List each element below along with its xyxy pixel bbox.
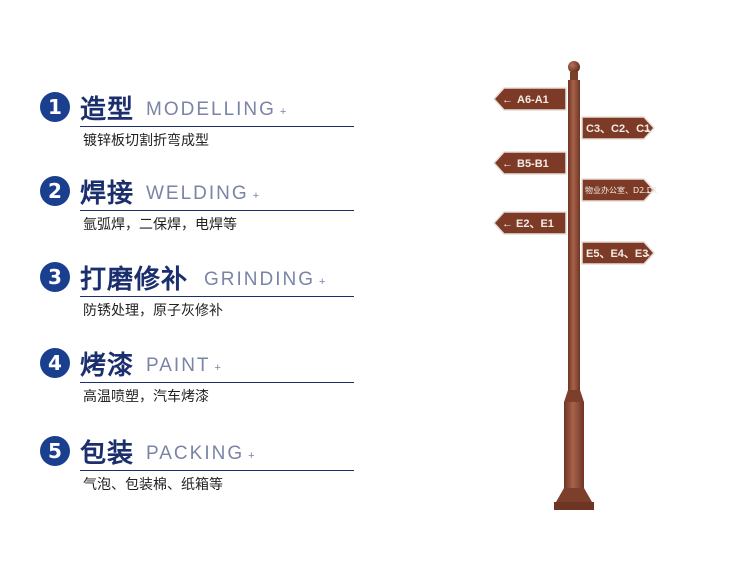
step-title-cn: 焊接 <box>80 179 135 209</box>
sign-right-3: E5、E4、E3 → <box>581 241 656 265</box>
sign-label: B5-B1 <box>517 158 549 170</box>
step-description: 镀锌板切割折弯成型 <box>83 133 209 149</box>
step-title-en-text: MODELLING <box>146 99 276 120</box>
sign-left-1: ← A6-A1 <box>492 87 567 111</box>
sign-left-2: ← B5-B1 <box>492 151 567 175</box>
step-title-en: WELDING+ <box>146 183 259 205</box>
arrow-left-icon: ← <box>502 94 513 106</box>
step-grinding: 3 打磨修补 GRINDING + 防锈处理，原子灰修补 <box>40 262 360 324</box>
divider <box>80 296 354 297</box>
step-number-badge: 4 <box>40 348 70 378</box>
signpost-illustration: ← A6-A1 ← B5-B1 ← E2、E1 C3、C2、C1 → 物业办公室… <box>492 61 658 510</box>
step-number-badge: 1 <box>40 92 70 122</box>
step-packing: 5 包装 PACKING+ 气泡、包装棉、纸箱等 <box>40 436 360 498</box>
step-title-en: MODELLING+ <box>146 99 286 121</box>
step-title-en: GRINDING + <box>204 269 325 291</box>
step-number-badge: 3 <box>40 262 70 292</box>
sign-label: 物业办公室、D2 D1 <box>585 185 658 195</box>
sign-left-3: ← E2、E1 <box>492 211 567 235</box>
step-title-en: PACKING+ <box>146 443 255 465</box>
arrow-right-icon: → <box>641 123 652 135</box>
plus-icon: + <box>214 362 221 374</box>
arrow-left-icon: ← <box>502 158 513 170</box>
signpost-pole <box>554 61 594 510</box>
arrow-right-icon: → <box>641 248 652 260</box>
plus-icon: + <box>248 450 255 462</box>
step-number-badge: 2 <box>40 176 70 206</box>
divider <box>80 470 354 471</box>
arrow-right-icon: → <box>641 185 652 197</box>
step-welding: 2 焊接 WELDING+ 氩弧焊，二保焊，电焊等 <box>40 176 360 238</box>
step-title-en: PAINT+ <box>146 355 221 377</box>
plus-icon: + <box>252 190 260 202</box>
step-title-cn: 打磨修补 <box>80 265 189 295</box>
arrow-left-icon: ← <box>502 218 513 230</box>
sign-right-1: C3、C2、C1 → <box>581 116 656 140</box>
divider <box>80 210 354 211</box>
sign-right-2: 物业办公室、D2 D1 → <box>581 178 658 202</box>
step-title-en-text: PACKING <box>146 443 245 464</box>
step-description: 气泡、包装棉、纸箱等 <box>83 477 223 493</box>
step-title-cn: 造型 <box>80 95 135 125</box>
step-title-en-text: PAINT <box>146 355 211 376</box>
divider <box>80 126 354 127</box>
divider <box>80 382 354 383</box>
step-description: 防锈处理，原子灰修补 <box>83 303 223 319</box>
step-description: 高温喷塑，汽车烤漆 <box>83 389 209 405</box>
sign-label: E2、E1 <box>516 218 554 230</box>
sign-label: C3、C2、C1 <box>586 123 650 135</box>
step-modelling: 1 造型 MODELLING+ 镀锌板切割折弯成型 <box>40 92 360 154</box>
step-title-cn: 包装 <box>80 439 135 469</box>
step-description: 氩弧焊，二保焊，电焊等 <box>83 217 237 233</box>
step-title-en-text: GRINDING <box>204 269 315 290</box>
sign-label: A6-A1 <box>517 94 549 106</box>
step-title-cn: 烤漆 <box>80 351 135 381</box>
step-paint: 4 烤漆 PAINT+ 高温喷塑，汽车烤漆 <box>40 348 360 410</box>
sign-label: E5、E4、E3 <box>586 248 648 260</box>
step-title-en-text: WELDING <box>146 183 249 204</box>
step-number-badge: 5 <box>40 436 70 466</box>
plus-icon: + <box>319 276 326 288</box>
plus-icon: + <box>279 106 287 118</box>
